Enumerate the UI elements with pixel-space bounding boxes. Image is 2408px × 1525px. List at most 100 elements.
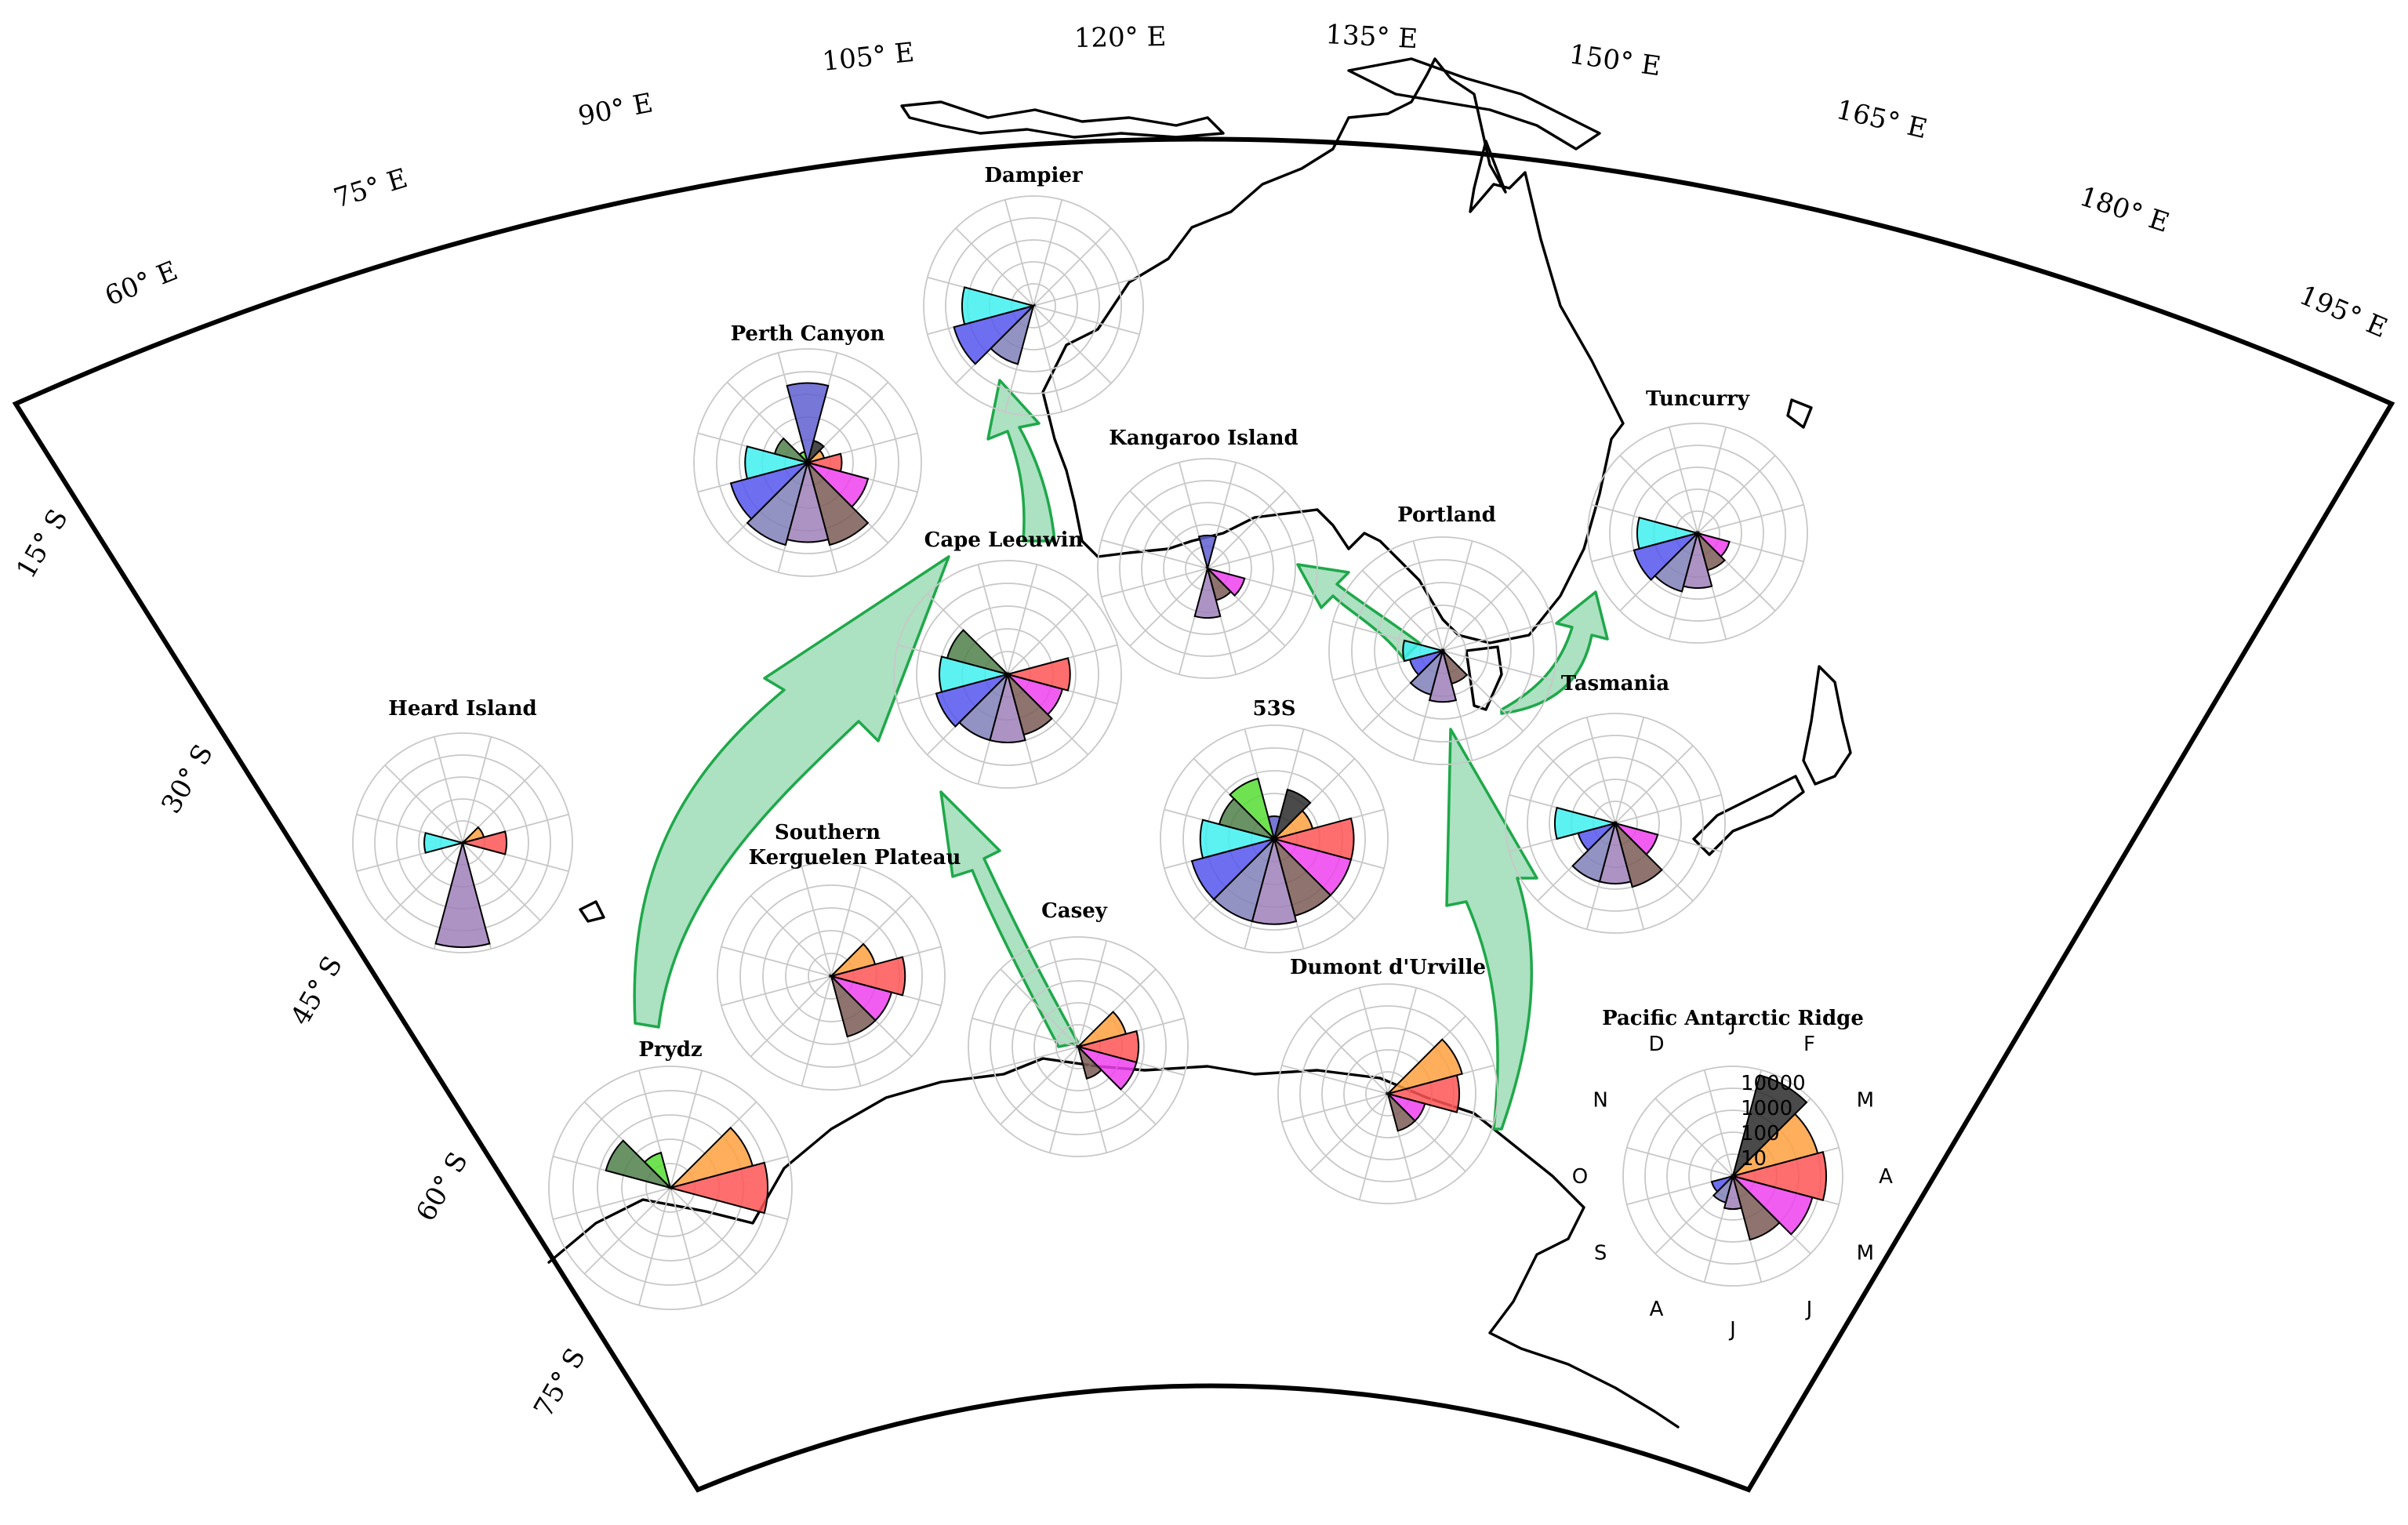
rose-spoke (1442, 569, 1524, 652)
legend-scale-label: 100 (1741, 1122, 1780, 1146)
latitude-labels: 15° S 30° S 45° S 60° S 75° S (10, 504, 592, 1423)
migration-arrows (633, 379, 1609, 1131)
rose-wedge-a (667, 1161, 768, 1215)
rose-spoke (1697, 427, 1727, 534)
lon-label-90e: 90° E (576, 87, 656, 133)
rose-ring (693, 348, 922, 577)
rose-ring (1097, 458, 1318, 679)
label-portland: Portland (1397, 503, 1496, 527)
site-labels: Dampier Perth Canyon Cape Leeuwin Kangar… (388, 164, 1750, 1062)
lat-label-60s: 60° S (410, 1147, 474, 1227)
rose-ring (717, 862, 946, 1091)
rose-spoke (433, 736, 463, 844)
arrow-dumont-to-portland (1445, 728, 1538, 1131)
rose-wedge-j2 (1441, 648, 1469, 685)
rose-wedge-a (1385, 1074, 1460, 1113)
kerguelen-island (579, 900, 605, 923)
rose-spoke (1033, 276, 1140, 307)
rose-heard-island (352, 732, 573, 953)
rose-ring (916, 583, 1099, 766)
legend-month-letter: N (1593, 1089, 1607, 1113)
rose-wedge-j2 (1006, 671, 1053, 736)
lat-label-45s: 45° S (285, 951, 349, 1031)
rose-ring (739, 884, 923, 1068)
rose-spoke (384, 842, 463, 921)
rose-spoke (638, 1187, 671, 1305)
rose-tasmania (1505, 713, 1726, 934)
rose-wedge-o (1553, 806, 1618, 841)
rose-spoke (750, 975, 832, 1058)
rose-spoke (1442, 540, 1473, 652)
rose-wedge-j (1197, 535, 1218, 572)
coastlines (547, 57, 1852, 1429)
lon-label-120e: 120° E (1073, 21, 1166, 54)
rose-spoke (1358, 1093, 1389, 1200)
rose-wedge-j (786, 382, 830, 466)
rose-ring (1012, 980, 1145, 1113)
rose-spoke (750, 895, 832, 977)
rose-spoke (801, 866, 832, 977)
lon-label-165e: 165° E (1833, 94, 1930, 145)
rose-wedge-o (744, 445, 811, 480)
rose-wedge-s (935, 673, 1011, 728)
label-perth-canyon: Perth Canyon (731, 322, 885, 346)
rose-ring (1505, 713, 1726, 934)
legend-month-letter: F (1803, 1033, 1815, 1056)
map-frame (12, 136, 2395, 1493)
rose-spoke (1585, 717, 1616, 824)
rose-ring (352, 732, 573, 953)
rose-wedge-j3 (1193, 565, 1222, 619)
tasmania-coastline (1465, 645, 1503, 711)
rose-spoke (1668, 427, 1698, 534)
lon-label-180e: 180° E (2076, 181, 2173, 239)
label-skp-line2: Kerguelen Plateau (749, 846, 961, 870)
rose-ring (945, 217, 1122, 394)
rose-ring (716, 371, 899, 554)
lon-label-150e: 150° E (1567, 38, 1663, 82)
rose-portland (1328, 536, 1557, 765)
label-tuncurry: Tuncurry (1646, 387, 1750, 411)
lat-label-15s: 15° S (10, 504, 74, 584)
legend-month-letter: S (1594, 1242, 1607, 1265)
rose-spoke (1077, 940, 1108, 1048)
legend-month-letter: J (1728, 1318, 1736, 1342)
rose-spoke (830, 866, 862, 977)
rose-spoke (972, 1017, 1079, 1048)
rose-spoke (462, 736, 492, 844)
legend-wedge-a (1730, 1150, 1827, 1202)
rose-spoke (1101, 539, 1208, 569)
rose-spoke (1033, 305, 1140, 336)
rose-wedge-n (773, 437, 811, 464)
rose-cape-leeuwin (893, 560, 1122, 789)
lon-label-75e: 75° E (330, 162, 411, 214)
rose-spoke (1614, 717, 1645, 824)
rose-spoke (1007, 593, 1089, 675)
label-cape-leeuwin: Cape Leeuwin (924, 528, 1084, 552)
longitude-labels: 60° E 75° E 90° E 105° E 120° E 135° E 1… (100, 19, 2392, 344)
legend-scale-label: 1000 (1741, 1097, 1792, 1120)
rose-spoke (553, 1187, 671, 1220)
label-southern-kerguelen-plateau: Southern Kerguelen Plateau (749, 821, 961, 870)
rose-spoke (1033, 199, 1063, 307)
rose-wedge-j2 (830, 973, 877, 1038)
lon-label-195e: 195° E (2294, 279, 2392, 344)
legend-ring (1622, 1066, 1843, 1287)
rose-wedge-d (1229, 777, 1276, 842)
rose-southern-kerguelen-plateau (717, 862, 946, 1091)
rose-wedge-j2 (806, 459, 870, 546)
rose-ring (893, 560, 1122, 789)
rose-spoke (1614, 793, 1722, 824)
legend-month-letter: O (1572, 1165, 1588, 1189)
legend-month-letter: A (1879, 1165, 1893, 1189)
rose-spoke (972, 1046, 1079, 1077)
rose-spoke (1033, 305, 1063, 412)
rose-wedge-a2 (1654, 530, 1699, 593)
rose-kangaroo-island (1097, 458, 1318, 679)
rose-spoke (1129, 568, 1208, 647)
lat-label-30s: 30° S (155, 739, 220, 819)
rose-wedge-f (806, 439, 825, 466)
rose-spoke (1000, 1046, 1079, 1125)
rose-wedge-m2 (1694, 532, 1731, 558)
arrow-cape-leeuwin-to-dampier (986, 379, 1056, 543)
